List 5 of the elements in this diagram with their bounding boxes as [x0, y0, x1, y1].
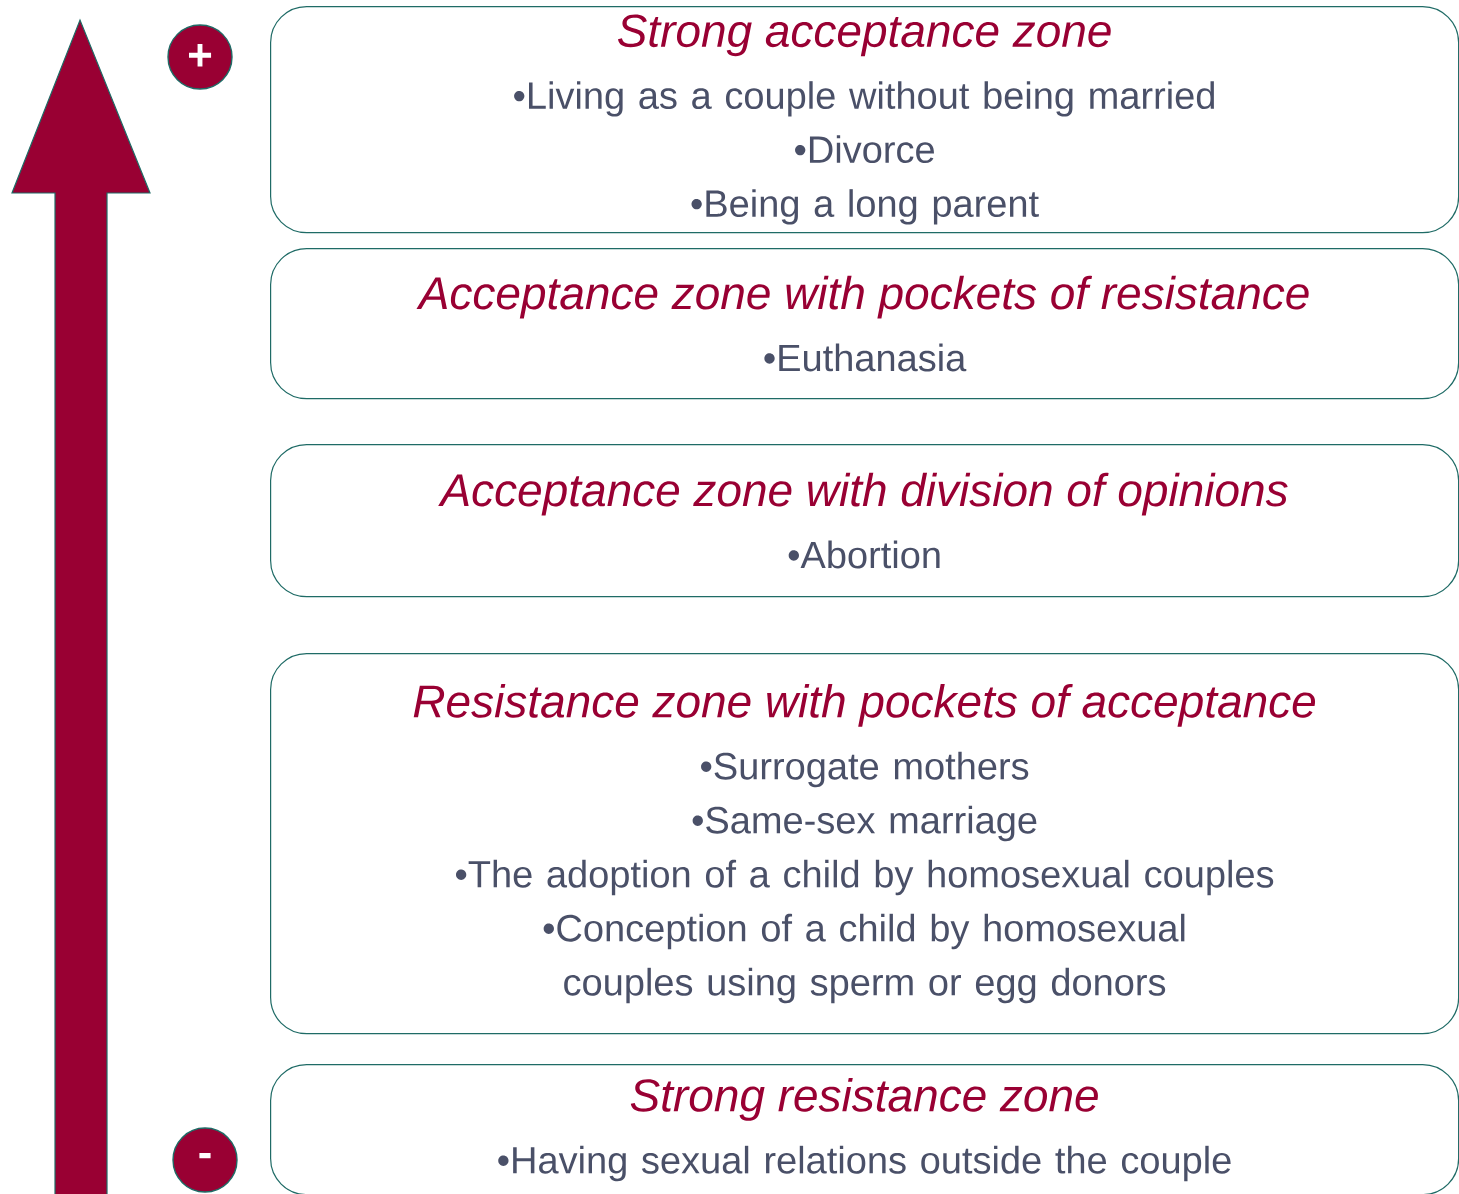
zone-box: Resistance zone with pockets of acceptance •Surrogate mothers •Same-sex marriage •The adoption of a child by homosexual couples •Conception of a child by homosexual couples using sperm or egg donors	[270, 653, 1459, 1035]
zone-box: Strong resistance zone •Having sexual relations outside the couple	[270, 1064, 1459, 1194]
zone-box: Acceptance zone with pockets of resistance •Euthanasia	[270, 248, 1459, 400]
zone-box: Strong acceptance zone •Living as a couple without being married •Divorce •Being a long parent	[270, 6, 1459, 234]
zone-box: Acceptance zone with division of opinions •Abortion	[270, 444, 1459, 598]
